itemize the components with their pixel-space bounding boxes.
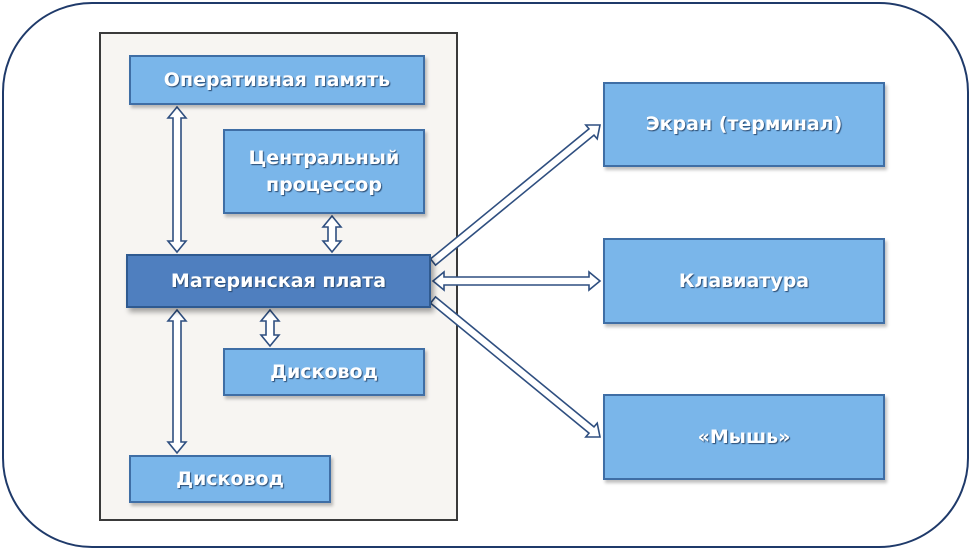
arrow-motherboard-drive-inner <box>259 308 281 348</box>
screen-label: Экран (терминал) <box>645 113 843 135</box>
drive-outer-label: Дисковод <box>176 467 284 490</box>
keyboard-label: Клавиатура <box>678 269 810 292</box>
keyboard-node: Клавиатура <box>603 238 885 324</box>
motherboard-node: Материнская плата <box>126 254 431 308</box>
cpu-label: Центральный процессор <box>248 146 400 196</box>
arrow-motherboard-mouse <box>429 295 601 438</box>
mouse-label: «Мышь» <box>697 425 791 448</box>
drive-outer-node: Дисковод <box>129 455 331 503</box>
drive-inner-node: Дисковод <box>223 348 425 396</box>
arrow-motherboard-screen <box>429 124 601 267</box>
arrow-motherboard-drive-outer <box>166 308 188 455</box>
arrow-ram-motherboard <box>166 105 188 254</box>
motherboard-label: Материнская плата <box>170 269 387 292</box>
arrow-cpu-motherboard <box>321 214 343 254</box>
screen-node: Экран (терминал) <box>603 82 885 167</box>
drive-inner-label: Дисковод <box>270 360 378 383</box>
arrow-motherboard-keyboard <box>431 270 602 292</box>
mouse-node: «Мышь» <box>603 394 885 480</box>
cpu-node: Центральный процессор <box>223 129 425 214</box>
ram-label: Оперативная память <box>163 68 391 91</box>
ram-node: Оперативная память <box>129 55 425 105</box>
